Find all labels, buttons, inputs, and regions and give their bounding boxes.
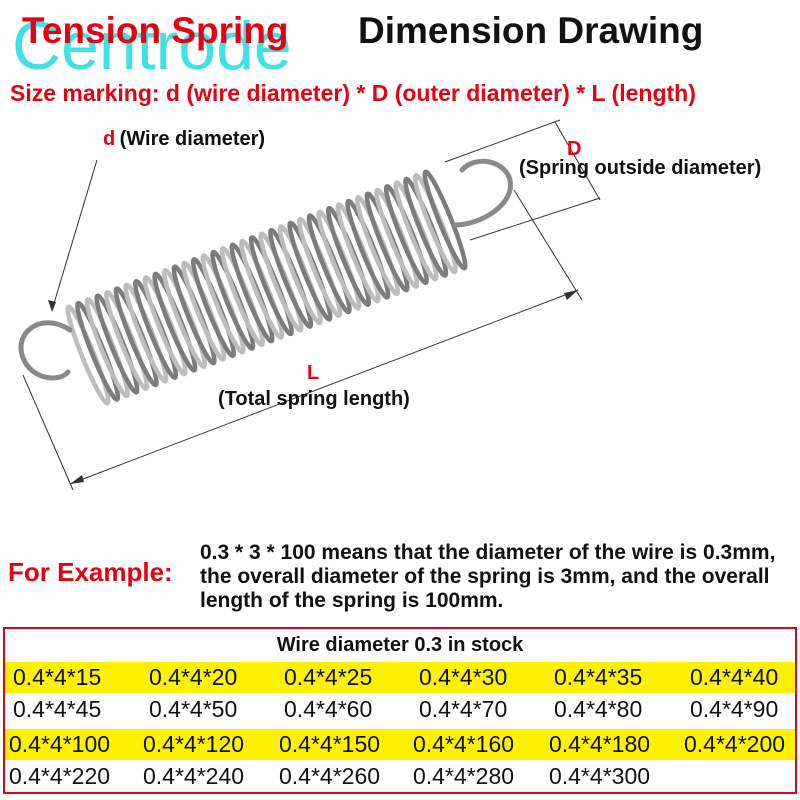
- table-cell: 0.4*4*45: [13, 696, 102, 722]
- table-cell: 0.4*4*20: [149, 664, 238, 690]
- D-letter: D: [567, 138, 582, 160]
- stock-table: Wire diameter 0.3 in stock 0.4*4*15 0.4*…: [3, 627, 797, 794]
- size-marking-note: Size marking: d (wire diameter) * D (out…: [10, 80, 696, 106]
- spring-coil: [422, 169, 468, 271]
- D-description: (Spring outside diameter): [519, 157, 762, 179]
- table-cell: 0.4*4*200: [684, 731, 786, 757]
- L-arrow-right: [564, 290, 578, 300]
- table-cell: 0.4*4*180: [549, 731, 651, 757]
- table-cell: 0.4*4*25: [284, 664, 373, 690]
- d-letter: d: [103, 128, 116, 150]
- D-dimension-line: [554, 121, 601, 201]
- d-leader-line: [51, 159, 98, 311]
- table-cell: 0.4*4*50: [149, 696, 238, 722]
- d-arrowhead: [48, 300, 56, 312]
- table-cell: 0.4*4*35: [554, 664, 643, 690]
- table-cell: 0.4*4*70: [419, 696, 508, 722]
- table-cell: 0.4*4*100: [9, 731, 111, 757]
- table-cell: 0.4*4*220: [9, 763, 111, 789]
- L-dimension-line: [69, 289, 579, 485]
- table-row: 0.4*4*45 0.4*4*50 0.4*4*60 0.4*4*70 0.4*…: [5, 694, 795, 725]
- table-row: 0.4*4*220 0.4*4*240 0.4*4*260 0.4*4*280 …: [5, 761, 795, 792]
- d-label: d (Wire diameter): [103, 128, 265, 151]
- table-cell: 0.4*4*150: [279, 731, 381, 757]
- d-description: (Wire diameter): [119, 128, 266, 150]
- watermark: Centrode: [12, 8, 292, 84]
- table-cell: 0.4*4*80: [554, 696, 643, 722]
- L-description: (Total spring length): [218, 388, 410, 410]
- table-cell: 0.4*4*260: [279, 763, 381, 789]
- table-heading: Wire diameter 0.3 in stock: [276, 634, 524, 656]
- table-cell: 0.4*4*120: [143, 731, 245, 757]
- L-arrow-left: [70, 475, 84, 484]
- table-cell: 0.4*4*280: [413, 763, 515, 789]
- table-cell: 0.4*4*40: [690, 664, 779, 690]
- title-dimension-drawing: Dimension Drawing: [358, 10, 704, 51]
- table-row: 0.4*4*15 0.4*4*20 0.4*4*25 0.4*4*30 0.4*…: [5, 662, 795, 693]
- title-tension-spring: Tension Spring: [22, 10, 289, 51]
- table-cell: 0.4*4*90: [690, 696, 779, 722]
- L-extension-left: [22, 374, 74, 491]
- example-text: 0.3 * 3 * 100 means that the diameter of…: [200, 541, 776, 612]
- spring-body: [65, 169, 468, 406]
- right-hook: [452, 158, 513, 228]
- L-extension-right: [513, 189, 583, 301]
- table-cell: 0.4*4*60: [284, 696, 373, 722]
- table-cell: 0.4*4*15: [13, 664, 102, 690]
- D-extension-bottom: [469, 197, 601, 241]
- D-extension-top: [444, 119, 561, 163]
- table-cell: 0.4*4*160: [413, 731, 515, 757]
- table-cell: 0.4*4*300: [549, 763, 651, 789]
- table-row: 0.4*4*100 0.4*4*120 0.4*4*150 0.4*4*160 …: [5, 729, 795, 760]
- table-cell: 0.4*4*240: [143, 763, 245, 789]
- table-cell: 0.4*4*30: [419, 664, 508, 690]
- L-letter: L: [307, 362, 320, 384]
- left-hook: [18, 320, 73, 381]
- example-label: For Example:: [8, 557, 173, 587]
